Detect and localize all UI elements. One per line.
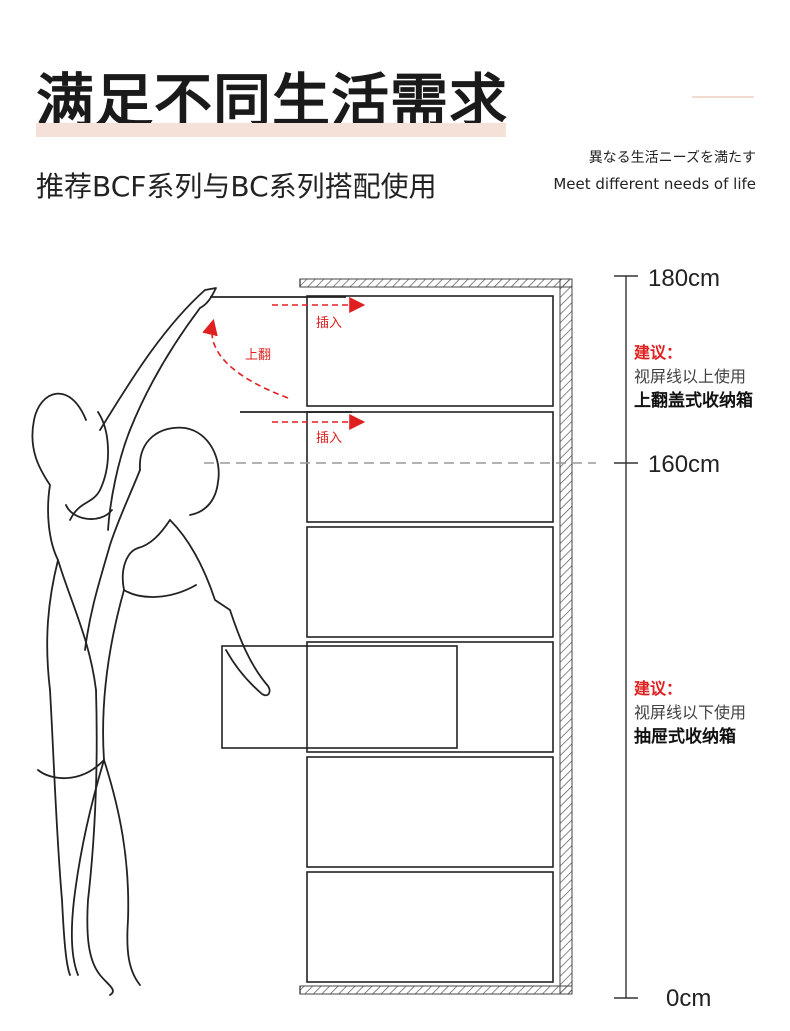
height-label-160: 160cm — [648, 451, 720, 478]
lower-note-line1: 视屏线以下使用 — [634, 703, 746, 722]
accent-line — [692, 96, 754, 98]
woman-reaching-figure — [31, 287, 217, 996]
title-highlight — [36, 123, 506, 137]
woman-bending-figure — [37, 426, 271, 986]
upper-note-line1: 视屏线以上使用 — [634, 367, 746, 386]
storage-box-6 — [306, 871, 554, 983]
lids — [210, 296, 352, 413]
height-scale — [614, 275, 638, 999]
storage-boxes — [306, 295, 554, 983]
height-label-180: 180cm — [648, 265, 720, 292]
arrow-label-insert-top: 插入 — [316, 316, 342, 331]
height-label-0: 0cm — [666, 985, 711, 1012]
arrow-label-insert-second: 插入 — [316, 431, 342, 446]
storage-box-2 — [306, 411, 554, 523]
storage-box-4 — [306, 641, 554, 753]
arrow-label-flip-up: 上翻 — [245, 348, 271, 363]
lower-note-title: 建议： — [634, 679, 682, 698]
lower-note-line2: 抽屉式收纳箱 — [634, 726, 736, 747]
english-tagline: Meet different needs of life — [553, 175, 756, 193]
japanese-tagline: 異なる生活ニーズを満たす — [588, 150, 756, 166]
pulled-drawer — [221, 645, 458, 749]
upper-note-line2: 上翻盖式收纳箱 — [634, 390, 753, 411]
storage-box-3 — [306, 526, 554, 638]
page-title: 满足不同生活需求 — [36, 67, 509, 135]
storage-box-5 — [306, 756, 554, 868]
cabinet-frame — [299, 278, 573, 995]
storage-box-1 — [306, 295, 554, 407]
arrow-flip-up — [202, 318, 289, 399]
page-subtitle: 推荐BCF系列与BC系列搭配使用 — [36, 170, 437, 203]
upper-note-title: 建议： — [634, 343, 682, 362]
